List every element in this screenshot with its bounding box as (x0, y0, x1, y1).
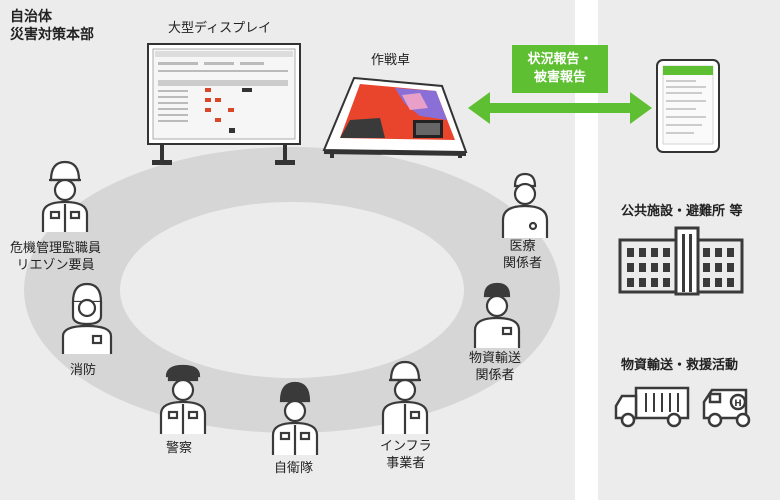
role-supplies: 物資輸送 関係者 (469, 351, 522, 383)
report-arrow-icon (468, 92, 652, 124)
role-crisis-manager: 危機管理監職員 リエゾン要員 (10, 241, 102, 273)
person-fire-icon (61, 282, 113, 354)
facilities-label: 公共施設・避難所 等 (621, 204, 743, 219)
person-crisis-manager-icon (41, 160, 89, 232)
command-table-icon (322, 76, 468, 158)
role-fire: 消防 (70, 363, 97, 378)
ambulance-icon: H (702, 388, 751, 428)
role-infrastructure: インフラ 事業者 (380, 439, 432, 471)
person-sdf-icon (271, 381, 319, 455)
svg-text:H: H (734, 399, 742, 409)
transport-label: 物資輸送・救援活動 (621, 358, 739, 373)
role-police: 警察 (166, 441, 193, 456)
tablet-icon (656, 59, 720, 153)
large-display-icon (147, 43, 301, 165)
person-supplies-icon (473, 282, 521, 348)
large-display-label: 大型ディスプレイ (168, 21, 272, 36)
building-icon (618, 226, 744, 296)
hq-title: 自治体 災害対策本部 (10, 9, 94, 43)
person-police-icon (159, 364, 207, 434)
command-table-label: 作戦卓 (371, 53, 411, 68)
truck-icon (614, 386, 690, 428)
role-medical: 医療 関係者 (503, 239, 543, 271)
role-sdf: 自衛隊 (274, 461, 314, 476)
report-label: 状況報告・ 被害報告 (512, 45, 608, 93)
person-infrastructure-icon (381, 360, 429, 434)
person-medical-icon (501, 172, 549, 238)
